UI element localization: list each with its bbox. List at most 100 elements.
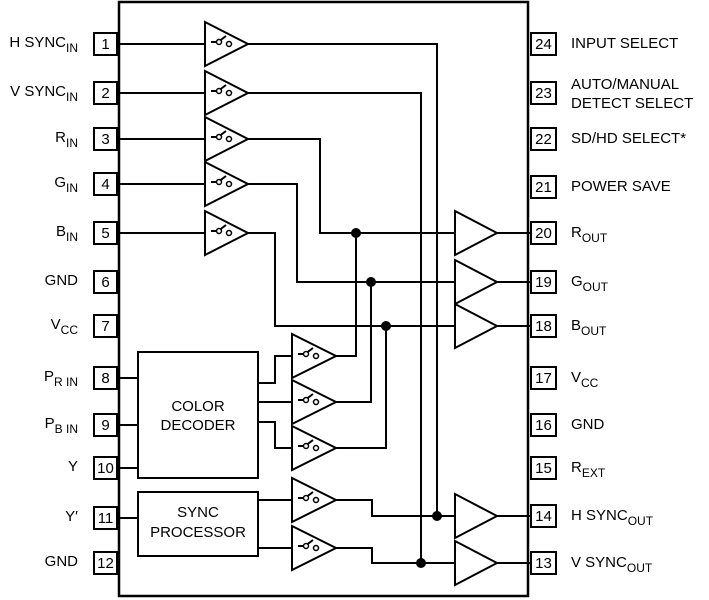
pin-number: 8 [101, 370, 109, 387]
buffer-pr [291, 332, 339, 380]
buffer-g-out [454, 258, 500, 306]
pin-10: 10Y [68, 456, 118, 480]
buffer-y [291, 378, 339, 426]
pin-number: 14 [535, 508, 552, 525]
buffer-sync-v [291, 524, 339, 572]
pin-14: 14 H SYNCOUT [530, 504, 654, 528]
pin-name: G [571, 273, 583, 290]
pin-sub: B IN [55, 422, 78, 436]
pin-box [93, 127, 118, 151]
pin-number: 19 [535, 274, 552, 291]
pin-label: Y [68, 458, 78, 475]
pin-box [530, 221, 557, 245]
pin-box [93, 314, 118, 338]
pin-name: H SYNC [571, 507, 628, 524]
pin-sub: OUT [583, 280, 609, 294]
pin-number: 6 [101, 274, 109, 291]
pin-box [93, 32, 118, 56]
pin-box [93, 366, 118, 390]
junction-dot [381, 321, 391, 331]
pin-box [530, 81, 557, 105]
pin-name: G [54, 174, 66, 191]
buffer-vsync-out [454, 539, 500, 587]
pin-box [530, 504, 557, 528]
pin-number: 3 [101, 131, 109, 148]
pin-8: 8 PR IN [44, 366, 118, 390]
pin-number: 5 [101, 225, 109, 242]
pin-name: R [571, 224, 582, 241]
pin-sub: OUT [582, 231, 608, 245]
pin-label: GOUT [571, 273, 609, 294]
pin-name: GND [45, 272, 79, 289]
pin-label: ROUT [571, 224, 608, 245]
pin-label: GND [571, 416, 605, 433]
pin-label: PR IN [44, 368, 78, 389]
buffer-g-in [204, 160, 251, 208]
pin-name: GND [571, 416, 605, 433]
pin-sub: OUT [628, 514, 654, 528]
pin-box [93, 506, 118, 530]
pin-6: 6 GND [45, 270, 118, 294]
output-buffers [454, 209, 500, 587]
pin-label: H SYNCIN [9, 34, 78, 55]
pin-label: INPUT SELECT [571, 35, 678, 52]
pin-number: 15 [535, 460, 552, 477]
pin-name: R [571, 459, 582, 476]
pin-label: V SYNCOUT [571, 554, 653, 575]
pin-label: BIN [56, 223, 78, 244]
pin-name: B [571, 317, 581, 334]
pin-number: 17 [535, 370, 552, 387]
decoder-buffers [291, 332, 339, 572]
pin-box [93, 456, 118, 480]
pin-number: 24 [535, 36, 552, 53]
junction-dot [416, 558, 426, 568]
pin-sub: R IN [54, 375, 78, 389]
pin-box [93, 221, 118, 245]
pin-label: BOUT [571, 317, 607, 338]
pin-name: V SYNC [10, 83, 66, 100]
pin-number: 13 [535, 555, 552, 572]
pin-number: 11 [98, 510, 114, 527]
pin-13: 13 V SYNCOUT [530, 551, 653, 575]
pin-22: 22 SD/HD SELECT* [530, 127, 686, 151]
input-buffers [204, 20, 251, 257]
color-decoder-label-line2: DECODER [160, 417, 235, 434]
buffer-r-in [204, 115, 251, 163]
pin-sub: IN [66, 230, 78, 244]
pin-box [530, 175, 557, 199]
pin-box [530, 127, 557, 151]
buffer-r-out [454, 209, 500, 257]
pin-1: 1H SYNCIN [9, 32, 118, 56]
pin-sub: CC [581, 376, 599, 390]
pin-number: 18 [535, 318, 552, 335]
pin-label: GND [45, 272, 79, 289]
pin-box [530, 314, 557, 338]
pin-sub: IN [66, 136, 78, 150]
pin-15: 15 REXT [530, 456, 606, 480]
pin-label: V SYNCIN [10, 83, 78, 104]
pin-sub: IN [66, 90, 78, 104]
pin-sub: IN [66, 181, 78, 195]
color-decoder-block [137, 351, 259, 479]
pin-name: SD/HD SELECT* [571, 130, 686, 147]
pin-sub: EXT [582, 466, 606, 480]
pin-name: P [44, 368, 54, 385]
sync-processor-block [137, 491, 259, 557]
pin-19: 19 GOUT [530, 270, 609, 294]
buffer-hsync-out [454, 492, 500, 540]
pin-box [530, 270, 557, 294]
color-decoder-label-line1: COLOR [171, 398, 225, 415]
pin-name: INPUT SELECT [571, 35, 678, 52]
pin-number: 22 [535, 131, 552, 148]
pin-number: 4 [101, 176, 109, 193]
